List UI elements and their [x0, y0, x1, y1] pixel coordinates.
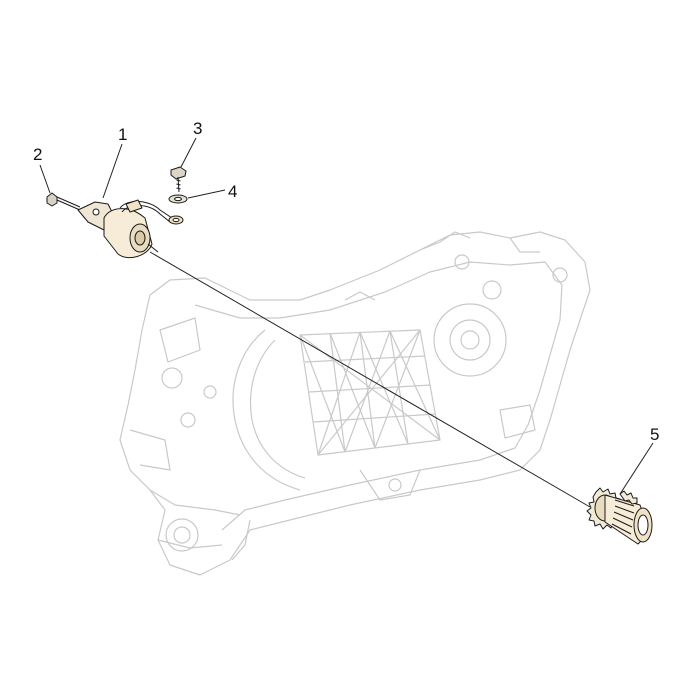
callout-cable-bolt: 3	[193, 119, 202, 138]
washer	[168, 194, 188, 204]
starter-motor	[77, 199, 184, 259]
starter-pinion	[586, 487, 653, 545]
callout-washer: 4	[228, 182, 237, 201]
mounting-screw	[46, 192, 81, 211]
crankcase-ghost-outline	[119, 231, 591, 576]
leader-line-4	[187, 189, 226, 199]
leader-line-1	[102, 143, 123, 199]
callout-starter-pinion: 5	[650, 425, 659, 444]
leader-line-5	[619, 442, 654, 495]
callout-mounting-screw: 2	[33, 145, 42, 164]
callout-starter-motor: 1	[118, 125, 127, 144]
leader-line-3	[180, 137, 197, 168]
assembly-axis-line	[149, 251, 591, 508]
leader-line-2	[39, 164, 51, 194]
cable-bolt	[170, 166, 187, 193]
